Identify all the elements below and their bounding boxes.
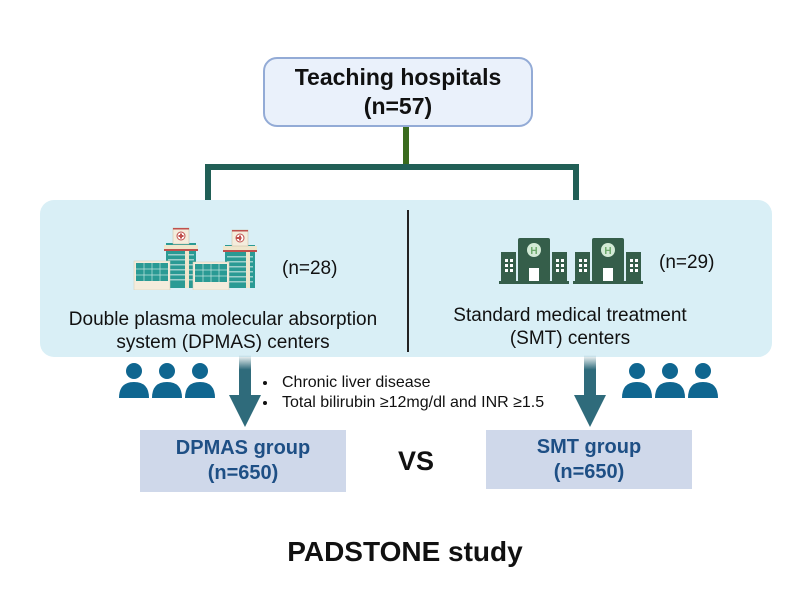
dpmas-centers-label: Double plasma molecular absorption syste… xyxy=(48,308,398,354)
dpmas-centers-label-line2: system (DPMAS) centers xyxy=(116,332,330,353)
criteria-item: Chronic liver disease xyxy=(278,373,544,393)
teaching-hospitals-box: Teaching hospitals (n=57) xyxy=(263,57,533,127)
dpmas-group-name: DPMAS group xyxy=(175,437,311,459)
connector-vertical xyxy=(403,127,409,167)
dpmas-centers-label-line1: Double plasma molecular absorption xyxy=(68,309,378,330)
hospital-h-icon: H H xyxy=(499,238,643,284)
arrow-down-left-icon xyxy=(229,355,261,427)
smt-centers-label: Standard medical treatment (SMT) centers xyxy=(430,304,710,350)
dpmas-centers-count: (n=28) xyxy=(282,258,338,279)
patients-group-icon-left xyxy=(119,363,215,398)
connector-left-drop xyxy=(205,164,211,202)
dpmas-group-box: DPMAS group (n=650) xyxy=(140,430,346,492)
svg-text:H: H xyxy=(530,246,537,257)
study-title: PADSTONE study xyxy=(287,536,523,567)
teaching-hospitals-title: Teaching hospitals xyxy=(294,64,502,90)
connector-right-drop xyxy=(573,164,579,202)
patients-group-icon-right xyxy=(622,363,718,398)
smt-centers-label-line2: (SMT) centers xyxy=(509,328,631,349)
panel-divider xyxy=(407,210,409,352)
teaching-hospitals-count: (n=57) xyxy=(363,93,433,119)
dpmas-group-count: (n=650) xyxy=(207,462,279,484)
connector-horizontal xyxy=(205,164,579,170)
smt-group-count: (n=650) xyxy=(553,460,625,483)
hospital-buildings-icon xyxy=(133,227,257,290)
criteria-item: Total bilirubin ≥12mg/dl and INR ≥1.5 xyxy=(278,393,544,413)
smt-centers-count: (n=29) xyxy=(659,252,715,273)
inclusion-criteria: Chronic liver disease Total bilirubin ≥1… xyxy=(262,373,544,413)
smt-centers-label-line1: Standard medical treatment xyxy=(453,305,687,326)
versus-label: VS xyxy=(398,446,435,476)
svg-text:H: H xyxy=(604,246,611,257)
smt-group-name: SMT group xyxy=(536,435,642,458)
arrow-down-right-icon xyxy=(574,355,606,427)
smt-group-box: SMT group (n=650) xyxy=(486,430,692,489)
